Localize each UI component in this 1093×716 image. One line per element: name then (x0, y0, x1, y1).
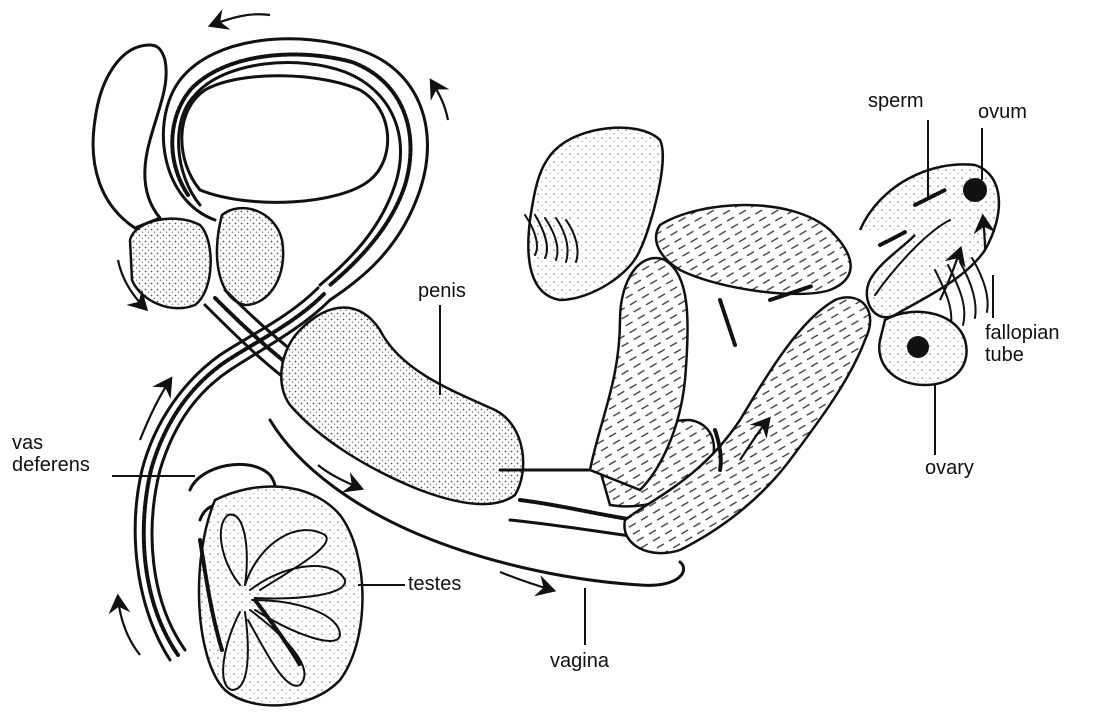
vas-deferens-label-line1: vas (12, 432, 90, 454)
fallopian-tube-label-line2: tube (985, 344, 1060, 366)
ovum-cell (963, 178, 987, 202)
uterus-top (656, 205, 851, 294)
ovary-follicle (907, 336, 929, 358)
vagina-label: vagina (550, 650, 609, 672)
vas-deferens-label-line2: deferens (12, 454, 90, 476)
sperm-uterus-3 (880, 232, 905, 245)
bladder-inner (182, 76, 388, 203)
arrow-left-bottom (118, 598, 140, 655)
arrow-top-loop (212, 14, 270, 25)
fallopian-tube-label: fallopian tube (985, 322, 1060, 366)
fallopian-tube-label-line1: fallopian (985, 322, 1060, 344)
penis-label: penis (418, 280, 466, 302)
sperm-label: sperm (868, 90, 924, 112)
sperm-uterus-1 (720, 300, 735, 345)
vas-deferens-label: vas deferens (12, 432, 90, 476)
seminal-vesicle (130, 219, 211, 309)
arrow-urethra (318, 465, 360, 488)
testes-label: testes (408, 573, 461, 595)
ovary-label: ovary (925, 457, 974, 479)
arrow-right-loop (432, 82, 448, 120)
ovum-label: ovum (978, 101, 1027, 123)
arrow-bottom (500, 572, 552, 590)
bladder-outline (93, 45, 166, 228)
